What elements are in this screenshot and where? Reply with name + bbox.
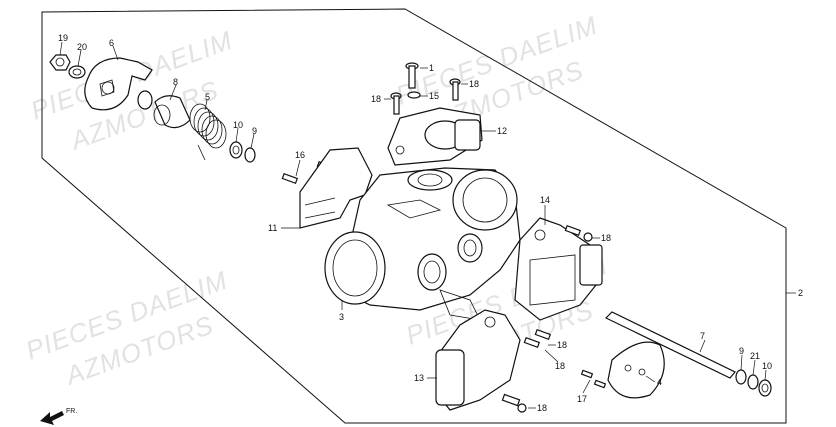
callout-7: 7 [700,331,705,341]
callout-21: 21 [750,351,760,361]
callout-18: 18 [537,403,547,413]
callout-2: 2 [798,288,803,298]
callout-14: 14 [540,195,550,205]
part-17-screws [580,369,607,389]
callout-17: 17 [577,394,587,404]
callout-5: 5 [205,92,210,102]
part-5-spring [189,103,227,161]
callout-18: 18 [601,233,611,243]
part-7-shaft [604,311,736,379]
callout-12: 12 [497,126,507,136]
part-18-screw-top-left [390,92,402,115]
part-1-screw [405,62,419,89]
part-8-collar [137,90,191,129]
arrow-icon [40,411,64,425]
part-15-washer [407,91,421,99]
part-10-washer-lower [758,379,772,397]
callout-3: 3 [339,312,344,322]
part-19-nut [49,54,71,71]
callout-labels: 19 20 6 8 5 10 9 1 18 18 15 12 16 11 14 … [58,33,803,413]
part-6-cam-plate [84,57,153,111]
part-10-washer [229,141,243,159]
part-18-screw-top-right [449,78,461,101]
part-13-sensor [435,309,521,411]
callout-10: 10 [233,120,243,130]
callout-20: 20 [77,42,87,52]
callout-11: 11 [268,223,277,233]
part-9-clip [244,147,256,163]
callout-9: 9 [252,126,257,136]
callout-10: 10 [762,361,772,371]
callout-6: 6 [109,38,114,48]
part-14-sensor [514,217,603,321]
callout-8: 8 [173,77,178,87]
callout-lines [59,41,796,409]
part-12-sensor [387,107,483,166]
part-20-washer [68,65,86,79]
callout-13: 13 [414,373,424,383]
part-21-washer [747,374,759,390]
part-4-throttle-plate [607,341,665,399]
part-18-screws-lower-mid [523,328,552,348]
callout-15: 15 [429,91,439,101]
front-label: FR. [66,408,77,415]
callout-1: 1 [429,63,434,73]
callout-4: 4 [657,377,662,387]
callout-18: 18 [557,340,567,350]
part-9-clip-lower [735,369,747,385]
callout-19: 19 [58,33,68,43]
callout-18: 18 [555,361,565,371]
assembly-frame [41,8,787,424]
callout-16: 16 [295,150,305,160]
front-direction-marker: FR. [40,408,77,425]
callout-18: 18 [371,94,381,104]
part-3-throttle-body [324,167,521,321]
callout-9: 9 [739,346,744,356]
part-18-screws-mid-right [564,224,593,242]
part-18-screw-bottom [501,393,527,413]
callout-18: 18 [469,79,479,89]
